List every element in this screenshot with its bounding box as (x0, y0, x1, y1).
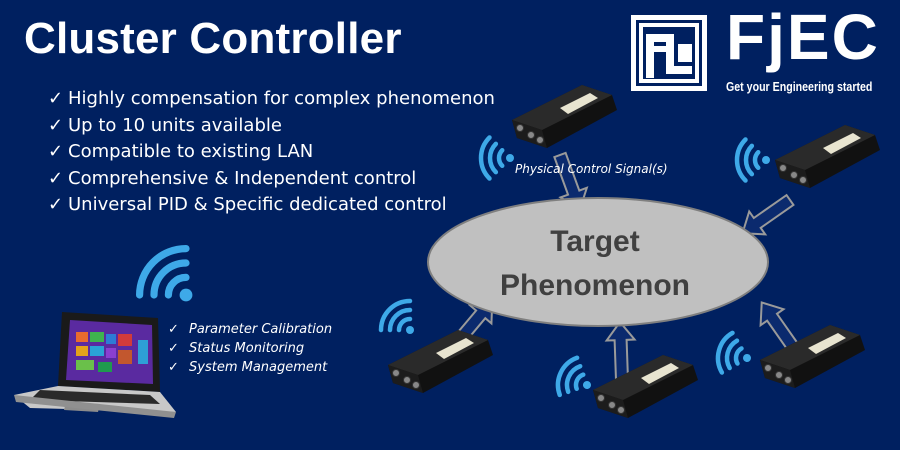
controller-device-bottom (592, 354, 699, 419)
feature-item: ✓Highly compensation for complex phenome… (48, 86, 495, 113)
check-icon: ✓ (168, 341, 179, 356)
logo-mark-icon (631, 15, 707, 91)
feature-item: ✓Compatible to existing LAN (48, 139, 495, 166)
controller-device-lower-left (387, 329, 494, 394)
controller-device-right (774, 124, 881, 189)
check-icon: ✓ (48, 141, 64, 162)
wifi-icon (725, 137, 772, 184)
target-phenomenon-ellipse (427, 197, 769, 327)
laptop-icon (14, 312, 176, 418)
page-title: Cluster Controller (24, 14, 402, 63)
wifi-icon (381, 301, 414, 334)
check-icon: ✓ (168, 322, 179, 337)
wifi-icon-large (140, 249, 193, 302)
feature-item: ✓Up to 10 units available (48, 113, 495, 140)
target-phenomenon-label: Target Phenomenon (499, 225, 690, 302)
check-icon: ✓ (48, 167, 64, 189)
controller-device-top (511, 84, 618, 149)
physical-control-signal-label: Physical Control Signal(s) (515, 162, 668, 176)
feature-list: ✓Highly compensation for complex phenome… (48, 86, 495, 219)
check-icon: ✓ (48, 88, 64, 109)
check-icon: ✓ (48, 194, 64, 215)
check-icon: ✓ (168, 360, 179, 375)
wifi-icon (550, 356, 592, 398)
logo-tagline: Get your Engineering started (726, 80, 873, 94)
pc-function-item: ✓Status Monitoring (168, 341, 305, 356)
pc-function-list: ✓Parameter Calibration ✓Status Monitorin… (168, 320, 332, 377)
logo-wordmark: FjEC (726, 1, 880, 73)
feature-item: ✓Universal PID & Specific dedicated cont… (48, 192, 495, 219)
check-icon: ✓ (48, 114, 64, 136)
wifi-icon (469, 135, 516, 182)
feature-item: ✓Comprehensive & Independent control (48, 166, 495, 193)
wifi-icon (707, 331, 752, 376)
pc-function-item: ✓System Management (168, 360, 328, 375)
pc-function-item: ✓Parameter Calibration (168, 322, 333, 337)
